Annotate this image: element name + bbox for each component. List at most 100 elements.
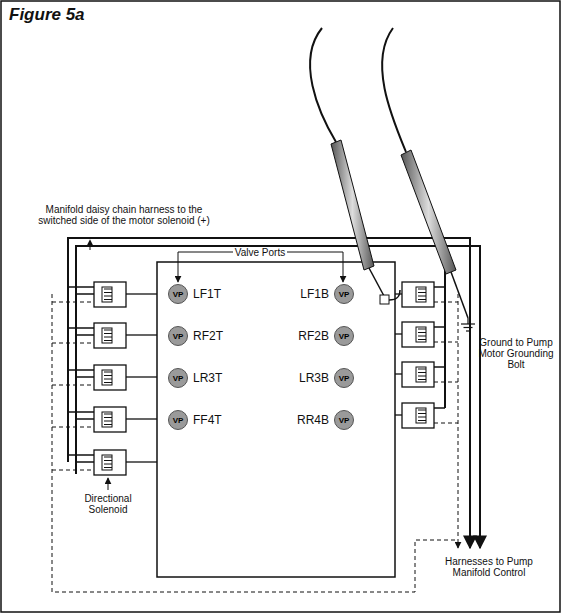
coil-winding — [104, 289, 112, 290]
callout-text: Ground to Pump Motor Grounding Bolt — [478, 337, 554, 370]
wire — [434, 366, 445, 368]
valve-port: RF2B VP — [298, 326, 354, 346]
port-name: RF2B — [298, 329, 329, 343]
wire — [76, 334, 94, 336]
coil-winding — [418, 289, 426, 290]
wire — [126, 418, 157, 419]
callout-text: Harnesses to Pump Manifold Control — [430, 556, 548, 578]
port-circle: VP — [168, 410, 188, 430]
coil-winding — [104, 424, 112, 425]
coil-winding — [418, 332, 426, 333]
ground-symbol — [461, 318, 475, 331]
port-circle: VP — [334, 326, 354, 346]
wire — [434, 382, 458, 383]
callout-text: Manifold daisy chain harness to the swit… — [38, 204, 210, 226]
coil-symbol — [416, 287, 426, 302]
wire — [434, 423, 458, 424]
coil-winding — [104, 292, 112, 293]
coil-winding — [418, 379, 426, 380]
coil-symbol — [102, 412, 112, 427]
port-name: RF2T — [193, 329, 223, 343]
wire — [395, 414, 402, 415]
coil-winding — [418, 376, 426, 377]
port-name: LF1T — [193, 287, 221, 301]
coil-winding — [104, 372, 112, 373]
harness-wires — [68, 238, 480, 548]
wire — [68, 454, 94, 456]
wire — [68, 327, 94, 329]
coil-symbol — [416, 367, 426, 382]
coil-winding — [418, 369, 426, 370]
coil-winding — [104, 299, 112, 300]
directional-solenoid — [94, 365, 126, 390]
wire — [52, 470, 94, 471]
wire — [68, 411, 94, 413]
manifold-block — [157, 262, 395, 577]
coil-winding — [418, 292, 426, 293]
port-name: RR4B — [297, 413, 329, 427]
directional-solenoid — [402, 403, 434, 428]
wire — [52, 343, 94, 344]
coil-winding — [104, 417, 112, 418]
port-circle: VP — [334, 368, 354, 388]
wire — [52, 302, 94, 303]
wire — [126, 461, 157, 462]
coil-winding — [418, 417, 426, 418]
port-circle: VP — [168, 326, 188, 346]
dashed-harness — [52, 294, 458, 592]
wire — [126, 376, 157, 377]
directional-solenoid — [402, 362, 434, 387]
wire — [395, 293, 402, 294]
directional-solenoid — [402, 322, 434, 347]
coil-winding — [104, 375, 112, 376]
directional-solenoid — [402, 282, 434, 307]
coil-winding — [418, 420, 426, 421]
port-name: LF1B — [300, 287, 329, 301]
wire — [126, 334, 157, 335]
wire — [126, 293, 157, 294]
coil-winding — [418, 413, 426, 414]
valve-port: RR4B VP — [297, 410, 354, 430]
valve-port: VPFF4T — [168, 410, 222, 430]
coil-winding — [104, 379, 112, 380]
port-circle: VP — [168, 284, 188, 304]
valve-port: VPLR3T — [168, 368, 222, 388]
coil-winding — [104, 467, 112, 468]
port-circle: VP — [334, 284, 354, 304]
coil-winding — [418, 299, 426, 300]
wire — [434, 302, 458, 303]
coil-winding — [104, 460, 112, 461]
valve-port: VP RF2T — [168, 326, 223, 346]
wire — [395, 373, 402, 374]
port-name: LR3B — [299, 371, 329, 385]
leader-line — [108, 478, 109, 490]
coil-winding — [418, 372, 426, 373]
coil-winding — [418, 329, 426, 330]
coil-symbol — [102, 370, 112, 385]
port-name: LR3T — [193, 371, 222, 385]
directional-solenoid — [94, 323, 126, 348]
coil-winding — [104, 414, 112, 415]
coil-symbol — [102, 328, 112, 343]
wire — [434, 407, 445, 409]
coil-winding — [104, 464, 112, 465]
wire — [76, 376, 94, 378]
coil-winding — [104, 457, 112, 458]
wire — [76, 293, 94, 295]
port-circle: VP — [334, 410, 354, 430]
coil-winding — [418, 296, 426, 297]
wire — [434, 286, 445, 288]
coil-winding — [104, 421, 112, 422]
coil-symbol — [416, 327, 426, 342]
figure-title: Figure 5a — [9, 5, 85, 25]
valve-port: VP LF1T — [168, 284, 221, 304]
valve-port: LR3B VP — [299, 368, 354, 388]
directional-solenoid — [94, 407, 126, 432]
wire — [76, 461, 94, 463]
directional-solenoid — [94, 450, 126, 475]
directional-solenoid — [94, 282, 126, 307]
callout-text: Directional Solenoid — [70, 493, 146, 515]
wire — [52, 385, 94, 386]
